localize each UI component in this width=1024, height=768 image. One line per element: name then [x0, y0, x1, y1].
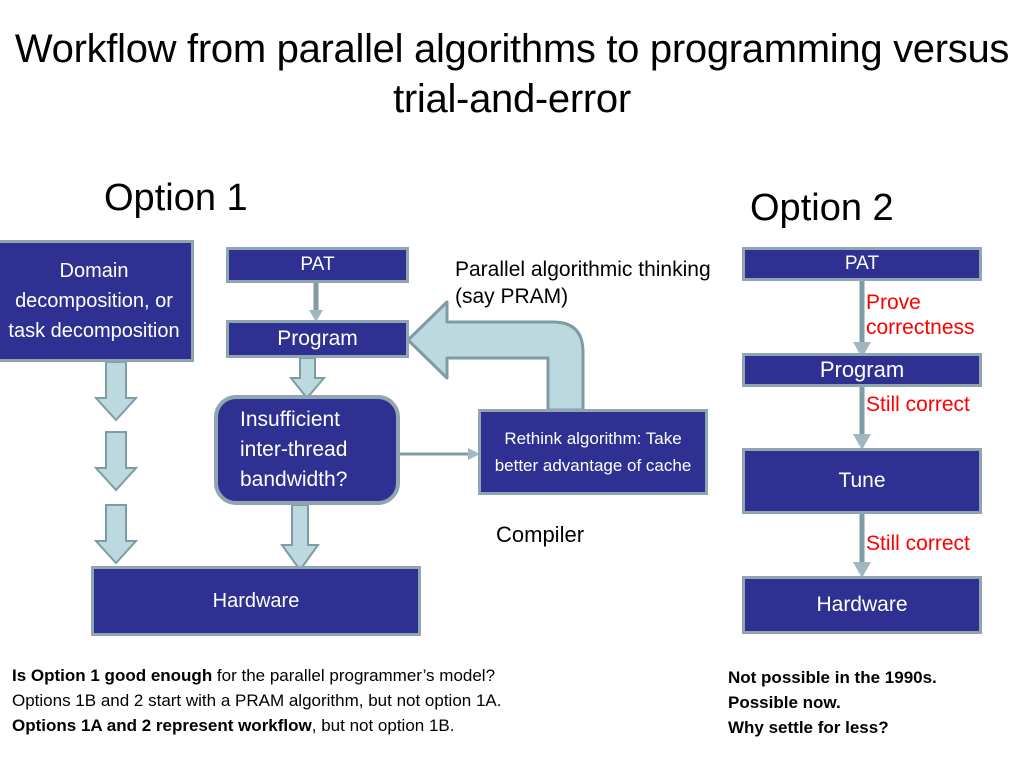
box-program-option1[interactable]: Program — [226, 320, 409, 358]
arrow-insufficient-to-rethink — [400, 448, 480, 460]
arrow-program-to-insufficient — [288, 357, 327, 400]
caption-left-line3-bold: Options 1A and 2 represent workflow — [12, 716, 312, 735]
caption-left: Is Option 1 good enough for the parallel… — [12, 663, 702, 738]
box-tune-option2[interactable]: Tune — [742, 448, 982, 514]
box-hardware-option2[interactable]: Hardware — [742, 576, 982, 634]
option2-heading: Option 2 — [750, 187, 894, 229]
caption-left-line1-rest: for the parallel programmer’s model? — [212, 666, 496, 685]
caption-left-line2: Options 1B and 2 start with a PRAM algor… — [12, 691, 502, 710]
label-parallel-algorithmic-thinking: Parallel algorithmic thinking (say PRAM) — [455, 258, 711, 308]
left-block-arrows — [93, 361, 139, 565]
caption-left-line3-rest: , but not option 1B. — [311, 716, 455, 735]
label-still-correct-2: Still correct — [866, 532, 970, 555]
caption-right: Not possible in the 1990s. Possible now.… — [728, 665, 1018, 740]
arrow-pat-to-program-opt1 — [309, 282, 323, 322]
box-pat-option1[interactable]: PAT — [226, 247, 409, 283]
box-hardware-option1[interactable]: Hardware — [91, 566, 421, 636]
page-title: Workflow from parallel algorithms to pro… — [14, 27, 1010, 121]
arrow-rethink-to-program-bent — [406, 300, 585, 412]
label-still-correct-1: Still correct — [866, 393, 970, 416]
box-program-option2[interactable]: Program — [742, 353, 982, 387]
caption-right-line3: Why settle for less? — [728, 718, 889, 737]
caption-right-line1: Not possible in the 1990s. — [728, 668, 937, 687]
caption-right-line2: Possible now. — [728, 693, 841, 712]
label-prove-correctness: Prove correctness — [866, 291, 975, 339]
box-insufficient-bandwidth[interactable]: Insufficient inter-thread bandwidth? — [214, 395, 400, 505]
box-rethink-algorithm[interactable]: Rethink algorithm: Take better advantage… — [478, 409, 708, 495]
caption-left-line1-bold: Is Option 1 good enough — [12, 666, 213, 685]
label-compiler: Compiler — [496, 522, 585, 547]
box-pat-option2[interactable]: PAT — [742, 247, 982, 281]
box-domain-decomposition[interactable]: Domain decomposition, or task decomposit… — [0, 240, 194, 362]
arrow-insufficient-to-hardware — [280, 504, 320, 572]
caption-left-line1: Is Option 1 good enough for the parallel… — [12, 663, 702, 688]
option1-heading: Option 1 — [104, 177, 248, 219]
caption-left-line3: Options 1A and 2 represent workflow, but… — [12, 713, 702, 738]
